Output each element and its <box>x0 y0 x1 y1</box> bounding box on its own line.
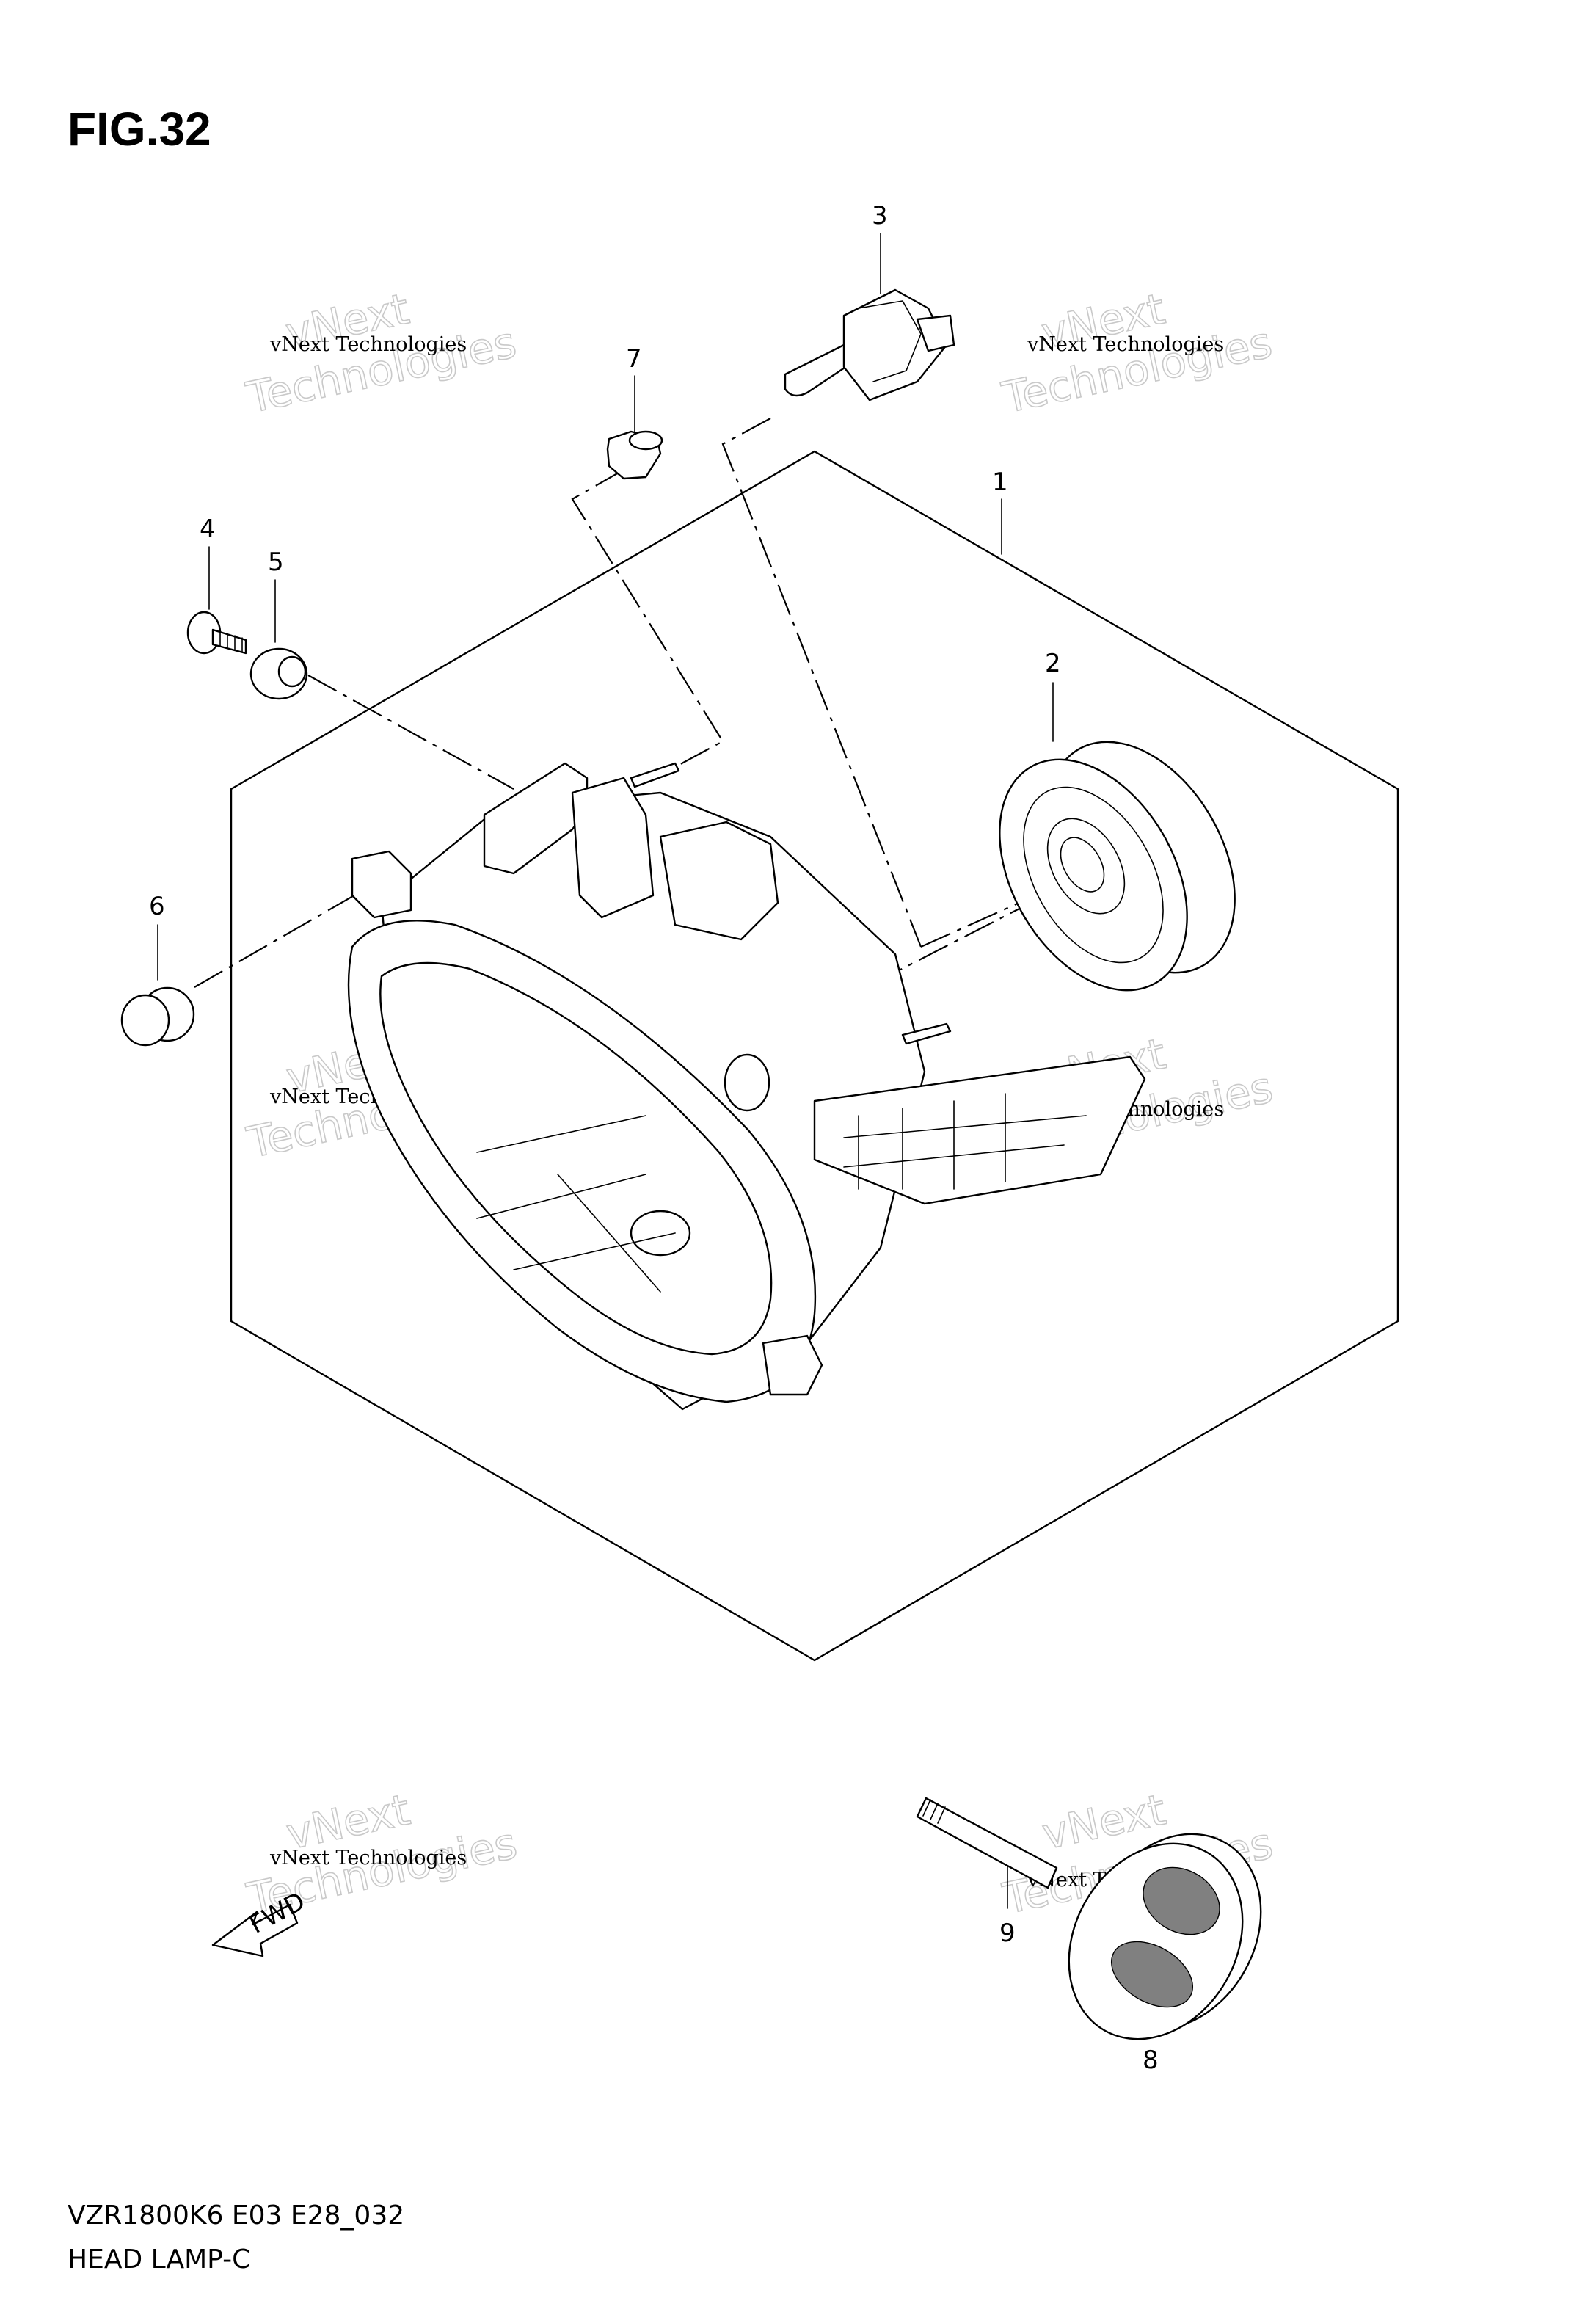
side-adjuster-knob <box>724 1053 770 1112</box>
callout-7: 7 <box>626 344 642 374</box>
callout-5: 5 <box>268 548 284 577</box>
callout-3: 3 <box>872 201 888 230</box>
watermark-small-bottom-left: vNext Technologies <box>269 1847 467 1869</box>
watermark-small-top-right: vNext Technologies <box>1027 333 1224 356</box>
clip-head <box>628 430 663 451</box>
callout-8: 8 <box>1143 2046 1159 2075</box>
callout-6: 6 <box>149 892 165 921</box>
lamp-bulb-hole <box>630 1210 691 1257</box>
watermark-small-top-left: vNext Technologies <box>269 333 467 356</box>
leader-line-clip <box>571 469 724 768</box>
adjust-screw-shaft <box>916 1797 1058 1889</box>
figure-title: FIG.32 <box>68 103 211 156</box>
part-8-reflector <box>1068 1833 1262 2040</box>
bulb-terminal <box>916 314 955 352</box>
part-9-adjusting-screw <box>916 1797 1058 1889</box>
part-7-clip <box>606 430 663 480</box>
assembly-hexagon-outline <box>230 450 1399 1662</box>
part-5-grommet <box>249 647 308 700</box>
mounting-bracket-post <box>571 777 655 919</box>
mounting-stud-side <box>901 1022 952 1045</box>
screw-shank <box>211 628 247 655</box>
leader-line-bulb-lower <box>920 898 1028 948</box>
side-bracket <box>813 1055 1146 1205</box>
leader-line-grommet <box>194 887 368 988</box>
callout-2: 2 <box>1045 649 1061 678</box>
callout-1: 1 <box>992 468 1008 497</box>
side-bracket-ribs <box>843 1093 1087 1190</box>
bulb-base <box>842 288 948 401</box>
callout-labels: 1 2 3 4 5 6 7 8 9 <box>149 201 1159 2075</box>
lower-mount-tab <box>762 1334 823 1396</box>
mounting-stud-top <box>630 762 680 788</box>
grommet-inner <box>277 655 307 688</box>
reflector-prism-upper <box>1143 1866 1220 1935</box>
part-4-screw <box>186 611 247 655</box>
adjust-screw-thread <box>922 1799 946 1824</box>
part-6-rubber-grommet <box>120 986 195 1047</box>
lamp-reflector-lines <box>476 1115 676 1293</box>
cover-inner-ring <box>1023 786 1164 964</box>
screw-thread <box>219 630 243 652</box>
footer-section-title: HEAD LAMP-C <box>68 2244 250 2275</box>
bulb-socket-boss <box>659 821 779 941</box>
part-3-headlamp-bulb <box>784 288 955 401</box>
grommet-front <box>120 994 170 1047</box>
part-1-headlamp-assembly <box>347 762 1146 1411</box>
lamp-lens-inner <box>379 961 773 1356</box>
leader-line-screw <box>307 675 514 790</box>
cover-boot <box>1046 818 1126 915</box>
cover-rim <box>999 758 1188 992</box>
footer-model-code: VZR1800K6 E03 E28_032 <box>68 2200 404 2231</box>
cover-boot-core <box>1060 837 1105 893</box>
reflector-prism-lower <box>1110 1941 1194 2008</box>
callout-9: 9 <box>999 1919 1016 1948</box>
part-2-socket-cover <box>999 741 1236 992</box>
callout-4: 4 <box>200 515 216 544</box>
mounting-tab-left <box>351 850 412 919</box>
bulb-flange <box>858 300 922 382</box>
fwd-arrow-shape <box>211 1903 299 1957</box>
leader-line-bulb <box>721 418 922 948</box>
